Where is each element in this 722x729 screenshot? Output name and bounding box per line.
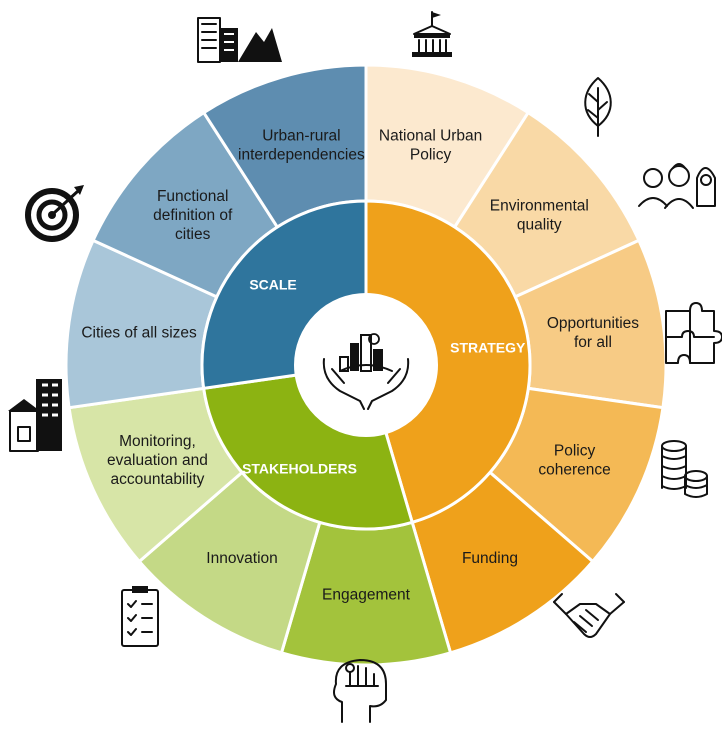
segment-label-line: Engagement [322,586,411,603]
segment-label: Urban-rural interdependencies [238,128,365,164]
segment-label-line: evaluation and [107,452,208,469]
segment-label-line: interdependencies [238,147,365,164]
segment-label-line: Functional [157,188,229,205]
segment-label-line: Monitoring, [119,433,196,450]
segment-label-line: Funding [462,550,518,567]
segment-label: Cities of all sizes [81,324,197,341]
city-skyline-mountain-icon [197,17,282,63]
segment-label-line: coherence [538,462,610,479]
segment-label-line: Innovation [206,550,278,567]
leaf-icon [584,77,612,137]
segment-label-line: Cities of all sizes [81,324,197,341]
group-label-strategy: STRATEGY [450,339,526,355]
segment-label-line: cities [175,226,211,243]
target-icon [25,185,84,242]
coin-stack-icon [661,440,708,498]
group-label-stakeholders: STAKEHOLDERS [242,460,357,476]
segment-label-line: accountability [110,471,204,488]
segment-label: Engagement [322,586,411,603]
center-hands-city-icon [322,333,410,410]
clipboard-checklist-icon [121,586,159,647]
group-label-scale: SCALE [249,276,296,292]
segment-label: Functional definition of cities [153,188,233,243]
segment-label-line: Urban-rural [262,128,340,145]
segment-label-line: National Urban [379,128,482,145]
segment-label-line: Environmental [490,197,589,214]
segment-label-line: Policy [410,147,452,164]
segment-label: Environmental quality [490,197,589,233]
segment-label: Policy coherence [538,443,610,479]
segment-label-line: Policy [554,443,596,460]
segment-label-line: for all [574,334,612,351]
inner-ring: STRATEGY STAKEHOLDERS SCALE [200,199,532,531]
segment-label: Opportunities for all [547,315,639,351]
city-buildings-icon [8,379,62,452]
people-group-icon [638,163,716,209]
segment-label: Monitoring, evaluation and accountability [107,433,208,488]
capitol-building-icon [412,11,452,57]
segment-label: Funding [462,550,518,567]
segment-label-line: Opportunities [547,315,639,332]
segment-label-line: quality [517,216,562,233]
head-ideas-icon [333,659,387,723]
handshake-icon [553,593,625,638]
segment-label: Innovation [206,550,278,567]
segment-label-line: definition of [153,207,233,224]
puzzle-icon [665,302,722,364]
